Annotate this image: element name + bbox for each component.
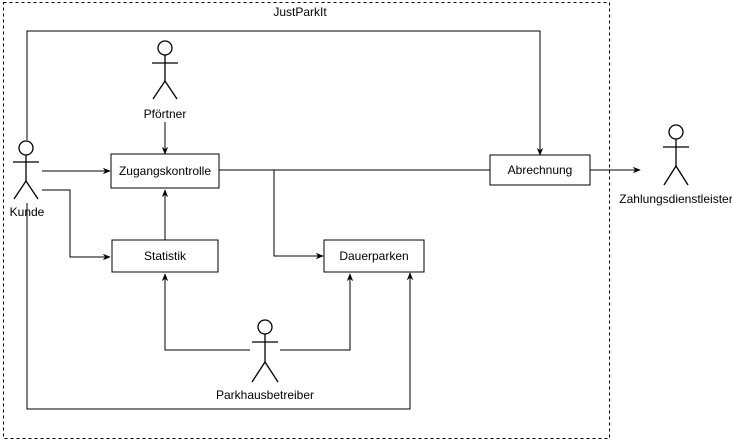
- actor-zahlungsdienstleister-icon: [663, 124, 689, 186]
- box-zugangskontrolle: Zugangskontrolle: [110, 153, 220, 189]
- box-abrechnung-label: Abrechnung: [508, 163, 573, 177]
- edge-kunde-to-statistik: [42, 189, 111, 261]
- box-abrechnung: Abrechnung: [489, 154, 591, 186]
- edge-parkhausbetreiber-to-dauerparken: [280, 273, 354, 351]
- edge-zugangskontrolle-to-dauerparken: [273, 170, 324, 260]
- system-title: JustParkIt: [273, 5, 327, 19]
- edge-kunde-to-dauerparken: [26, 203, 414, 410]
- box-statistik-label: Statistik: [144, 249, 187, 263]
- box-statistik: Statistik: [111, 239, 219, 273]
- connectors: [26, 30, 641, 410]
- edge-parkhausbetreiber-to-statistik: [161, 273, 250, 351]
- actor-kunde-icon: [13, 140, 39, 200]
- actor-parkhausbetreiber-label: Parkhausbetreiber: [216, 388, 314, 402]
- box-dauerparken: Dauerparken: [323, 239, 425, 273]
- actor-kunde-label: Kunde: [10, 205, 45, 219]
- system-boundary: [3, 2, 610, 439]
- box-zugangskontrolle-label: Zugangskontrolle: [119, 164, 211, 178]
- actor-zahlungsdienstleister-label: Zahlungsdienstleister: [619, 192, 732, 206]
- box-dauerparken-label: Dauerparken: [339, 249, 408, 263]
- edge-kunde-to-abrechnung: [26, 30, 544, 156]
- actor-pfoertner-icon: [152, 40, 178, 100]
- actor-parkhausbetreiber-icon: [251, 319, 279, 383]
- actor-pfoertner-label: Pförtner: [144, 107, 187, 121]
